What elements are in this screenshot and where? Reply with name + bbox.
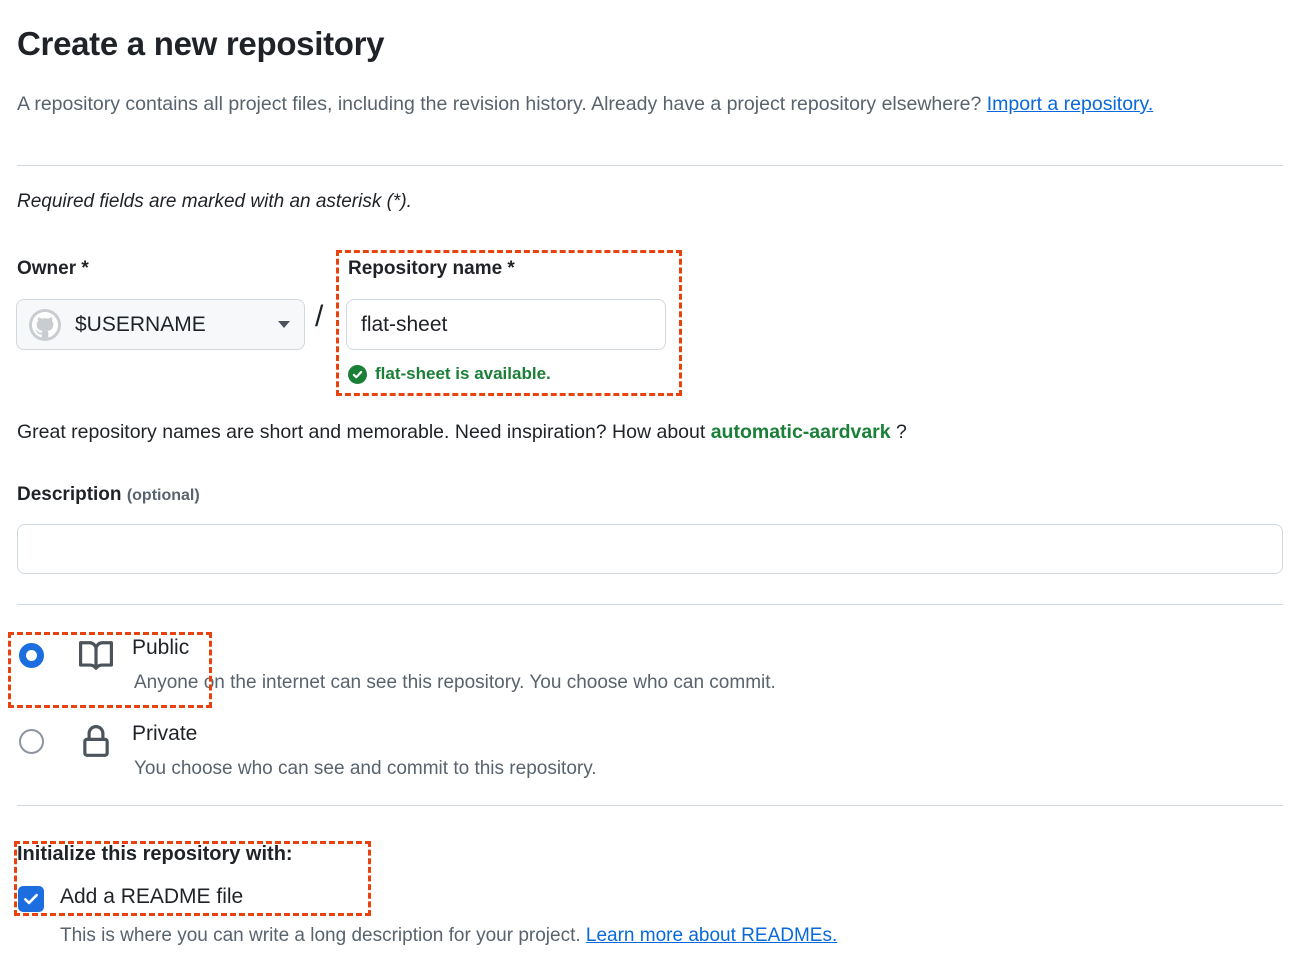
- suggested-repository-name[interactable]: automatic-aardvark: [710, 421, 891, 443]
- github-octocat-avatar-icon: [29, 308, 61, 341]
- description-label: Description (optional): [17, 484, 200, 506]
- chevron-down-icon: [278, 321, 290, 328]
- learn-more-readmes-link[interactable]: Learn more about READMEs.: [585, 925, 838, 946]
- divider-top: [17, 165, 1283, 166]
- visibility-public-title: Public: [132, 636, 190, 659]
- initialize-section-title: Initialize this repository with:: [17, 843, 293, 865]
- repository-name-input[interactable]: [346, 299, 666, 350]
- repository-availability-status: flat-sheet is available.: [348, 364, 551, 384]
- visibility-private-title: Private: [132, 722, 198, 745]
- divider-before-visibility: [17, 604, 1283, 605]
- visibility-public-description: Anyone on the internet can see this repo…: [134, 672, 776, 693]
- suggestion-suffix: ?: [890, 421, 907, 443]
- radio-public[interactable]: [19, 643, 44, 668]
- add-readme-checkbox[interactable]: [18, 886, 44, 912]
- radio-private[interactable]: [19, 729, 44, 754]
- owner-selected-value: $USERNAME: [75, 312, 206, 336]
- import-repository-link[interactable]: Import a repository.: [986, 93, 1154, 115]
- intro-paragraph: A repository contains all project files,…: [17, 85, 1207, 123]
- intro-text: A repository contains all project files,…: [17, 93, 987, 115]
- owner-select[interactable]: $USERNAME: [16, 299, 305, 350]
- visibility-private-description: You choose who can see and commit to thi…: [134, 758, 597, 779]
- readme-description-text: This is where you can write a long descr…: [60, 925, 586, 946]
- add-readme-label[interactable]: Add a README file: [60, 885, 244, 908]
- repository-name-suggestion: Great repository names are short and mem…: [17, 421, 907, 444]
- required-fields-note: Required fields are marked with an aster…: [17, 191, 412, 212]
- page-title: Create a new repository: [17, 25, 385, 62]
- check-circle-icon: [348, 364, 367, 384]
- divider-before-initialize: [17, 805, 1283, 806]
- repository-name-label: Repository name *: [348, 258, 515, 279]
- owner-repo-separator: /: [315, 300, 324, 333]
- repo-book-icon: [79, 639, 114, 673]
- description-input[interactable]: [17, 524, 1283, 574]
- availability-text: flat-sheet is available.: [375, 364, 551, 383]
- lock-icon: [79, 725, 113, 759]
- description-optional-tag: (optional): [126, 487, 200, 504]
- add-readme-description: This is where you can write a long descr…: [60, 925, 837, 947]
- owner-label: Owner *: [17, 258, 89, 279]
- description-label-text: Description: [17, 484, 122, 505]
- suggestion-prefix: Great repository names are short and mem…: [17, 421, 711, 443]
